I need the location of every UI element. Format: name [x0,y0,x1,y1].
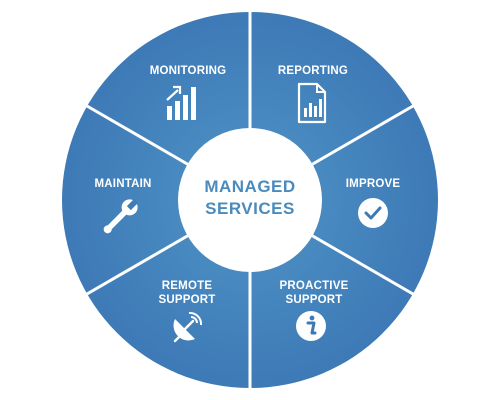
bar-chart-up-icon [166,85,196,120]
segment-label-remote-support: REMOTE SUPPORT [112,279,262,307]
segment-label-proactive-support: PROACTIVE SUPPORT [239,279,389,307]
segment-label-line: MAINTAIN [94,178,152,190]
satellite-dish-icon [173,311,203,343]
info-circle-icon [296,311,326,341]
segment-label-line: SUPPORT [285,294,343,306]
segment-label-line: MONITORING [149,65,227,77]
divider-lower-right [310,233,414,296]
center-title: MANAGED SERVICES [175,176,325,220]
segment-label-line: REPORTING [277,65,349,77]
segment-label-reporting: REPORTING [238,64,388,78]
wrench-icon [103,199,138,234]
segment-label-maintain: MAINTAIN [48,177,198,191]
divider-lower-left [86,233,190,296]
center-title-line1: MANAGED [204,177,296,196]
segment-label-line: REMOTE [161,280,213,292]
check-circle-icon [358,198,388,228]
segment-label-monitoring: MONITORING [113,64,263,78]
divider-upper-left [86,104,190,167]
divider-upper-right [310,104,414,167]
segment-label-improve: IMPROVE [298,177,448,191]
segment-dividers [86,12,414,388]
center-title-line2: SERVICES [205,199,295,218]
segment-label-line: PROACTIVE [279,280,349,292]
center-hub [178,128,322,272]
segment-label-line: IMPROVE [345,178,401,190]
report-document-icon [297,82,327,124]
segment-label-line: SUPPORT [158,294,216,306]
